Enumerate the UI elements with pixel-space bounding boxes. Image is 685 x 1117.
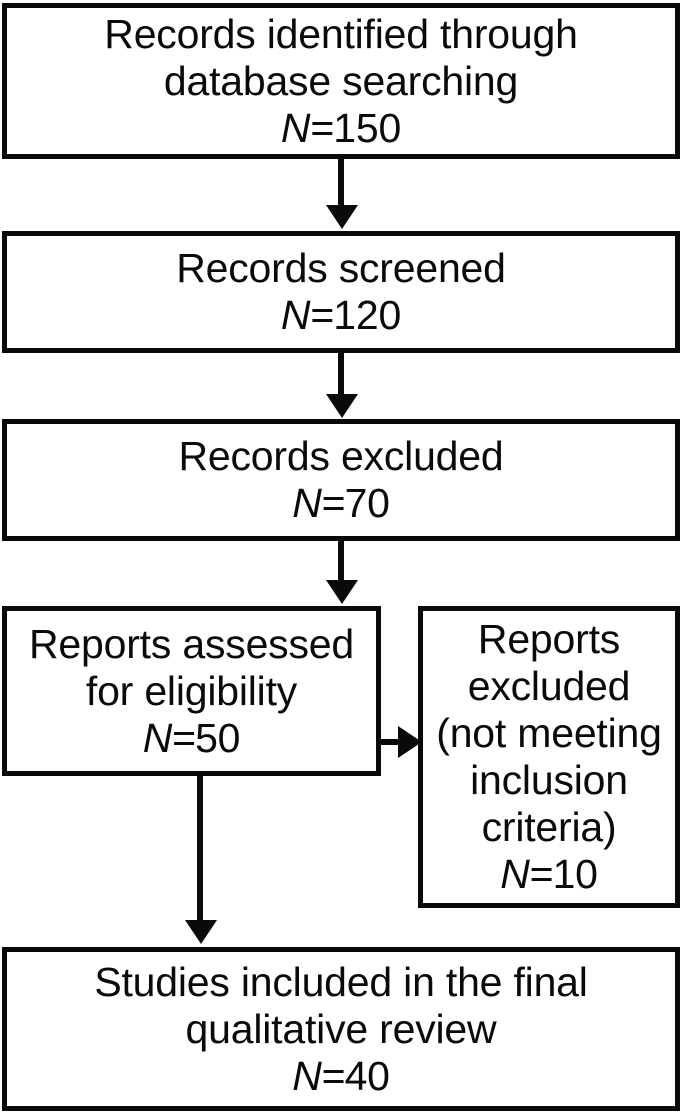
box-studies-included-count: N=40 [292, 1053, 390, 1100]
box-records-screened-count: N=120 [281, 292, 401, 339]
count-operator: = [321, 1052, 346, 1099]
box-reports-excluded-line-4: inclusion [470, 757, 628, 803]
box-reports-excluded-count: N=10 [500, 851, 598, 898]
box-records-screened-line-1: Records screened [176, 245, 506, 291]
arrow-screened-to-excluded-shaft [338, 353, 344, 398]
count-operator: = [310, 292, 334, 338]
arrow-eligibility-to-included-head-icon [185, 920, 217, 944]
box-studies-included-line-2: qualitative review [185, 1005, 497, 1052]
box-records-excluded: Records excluded N=70 [2, 419, 680, 541]
box-records-identified-line-2: database searching [163, 57, 519, 104]
count-operator: = [172, 714, 196, 761]
box-studies-included: Studies included in the final qualitativ… [2, 947, 680, 1111]
box-reports-assessed-count: N=50 [143, 715, 241, 762]
count-symbol: N [280, 292, 311, 338]
box-reports-excluded: Reports excluded (not meeting inclusion … [418, 606, 680, 908]
count-operator: = [321, 480, 346, 526]
box-reports-assessed-for-eligibility: Reports assessed for eligibility N=50 [2, 606, 381, 776]
count-value: 150 [333, 104, 402, 151]
arrow-excluded-to-eligibility-head-icon [326, 580, 358, 604]
count-operator: = [310, 104, 334, 151]
count-operator: = [529, 851, 554, 897]
arrow-identified-to-screened-shaft [338, 159, 344, 209]
box-records-identified-count: N=150 [281, 105, 401, 152]
box-reports-assessed-line-2: for eligibility [85, 667, 298, 714]
box-records-identified: Records identified through database sear… [2, 3, 680, 159]
arrow-excluded-to-eligibility-shaft [338, 541, 344, 584]
box-records-excluded-line-1: Records excluded [178, 433, 504, 479]
count-value: 120 [333, 292, 402, 338]
count-value: 40 [344, 1052, 390, 1099]
box-reports-assessed-line-1: Reports assessed [29, 620, 354, 667]
box-records-excluded-count: N=70 [292, 480, 390, 527]
box-reports-excluded-line-1: Reports [477, 616, 621, 662]
box-records-screened: Records screened N=120 [2, 231, 680, 353]
arrow-identified-to-screened-head-icon [326, 205, 358, 229]
box-reports-excluded-line-5: criteria) [481, 804, 617, 850]
count-symbol: N [292, 480, 322, 526]
box-reports-excluded-line-3: (not meeting [436, 710, 662, 756]
box-records-identified-line-1: Records identified through [104, 10, 578, 57]
count-value: 70 [344, 480, 390, 526]
arrow-screened-to-excluded-head-icon [326, 394, 358, 418]
count-symbol: N [500, 851, 530, 897]
count-value: 50 [195, 714, 241, 761]
count-symbol: N [142, 714, 173, 761]
arrow-eligibility-to-reports-excluded-shaft [381, 739, 403, 745]
arrow-eligibility-to-included-shaft [197, 776, 203, 924]
count-symbol: N [280, 104, 311, 151]
count-symbol: N [292, 1052, 322, 1099]
count-value: 10 [552, 851, 598, 897]
box-studies-included-line-1: Studies included in the final [94, 958, 588, 1005]
box-reports-excluded-line-2: excluded [467, 663, 631, 709]
